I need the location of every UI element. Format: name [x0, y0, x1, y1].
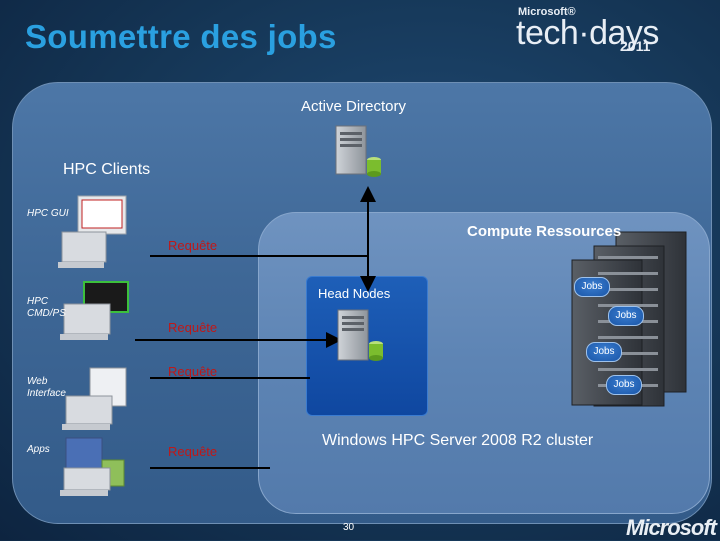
head-node-server-icon	[337, 309, 383, 361]
logo-year: 2011	[620, 38, 651, 54]
compute-resources-label: Compute Ressources	[467, 223, 622, 240]
compute-rack-icon	[571, 231, 687, 407]
request-label-2: Requête	[168, 320, 218, 335]
client-label-apps: Apps	[27, 444, 50, 455]
server-icon	[335, 125, 381, 177]
slide-title: Soumettre des jobs	[25, 18, 337, 55]
logo-techdays: tech·days	[516, 14, 659, 52]
request-label-4: Requête	[168, 444, 218, 459]
hpc-clients-label: HPC Clients	[63, 161, 151, 178]
microsoft-logo: Microsoft	[626, 515, 717, 540]
hpc-gui-computer-icon	[58, 195, 127, 268]
techdays-logo: Microsoft® tech·days 2011	[508, 4, 708, 60]
head-nodes-label: Head Nodes	[318, 286, 391, 301]
cluster-caption: Windows HPC Server 2008 R2 cluster	[322, 432, 594, 449]
web-interface-computer-icon	[62, 367, 127, 430]
page-number: 30	[343, 522, 355, 533]
logo-microsoft-small: Microsoft®	[518, 6, 576, 18]
request-label-3: Requête	[168, 364, 218, 379]
client-label-hpc-cmd: HPC CMD/PS	[27, 296, 66, 319]
request-label-1: Requête	[168, 238, 218, 253]
jobs-badge: Jobs	[608, 306, 644, 326]
apps-computer-icon	[60, 437, 125, 496]
active-directory-label: Active Directory	[301, 98, 407, 115]
hpc-cmd-computer-icon	[60, 281, 129, 340]
jobs-badge: Jobs	[606, 375, 642, 395]
client-label-hpc-gui: HPC GUI	[27, 208, 69, 219]
jobs-badge: Jobs	[574, 277, 610, 297]
client-label-web-interface: Web Interface	[27, 376, 66, 399]
jobs-badge: Jobs	[586, 342, 622, 362]
